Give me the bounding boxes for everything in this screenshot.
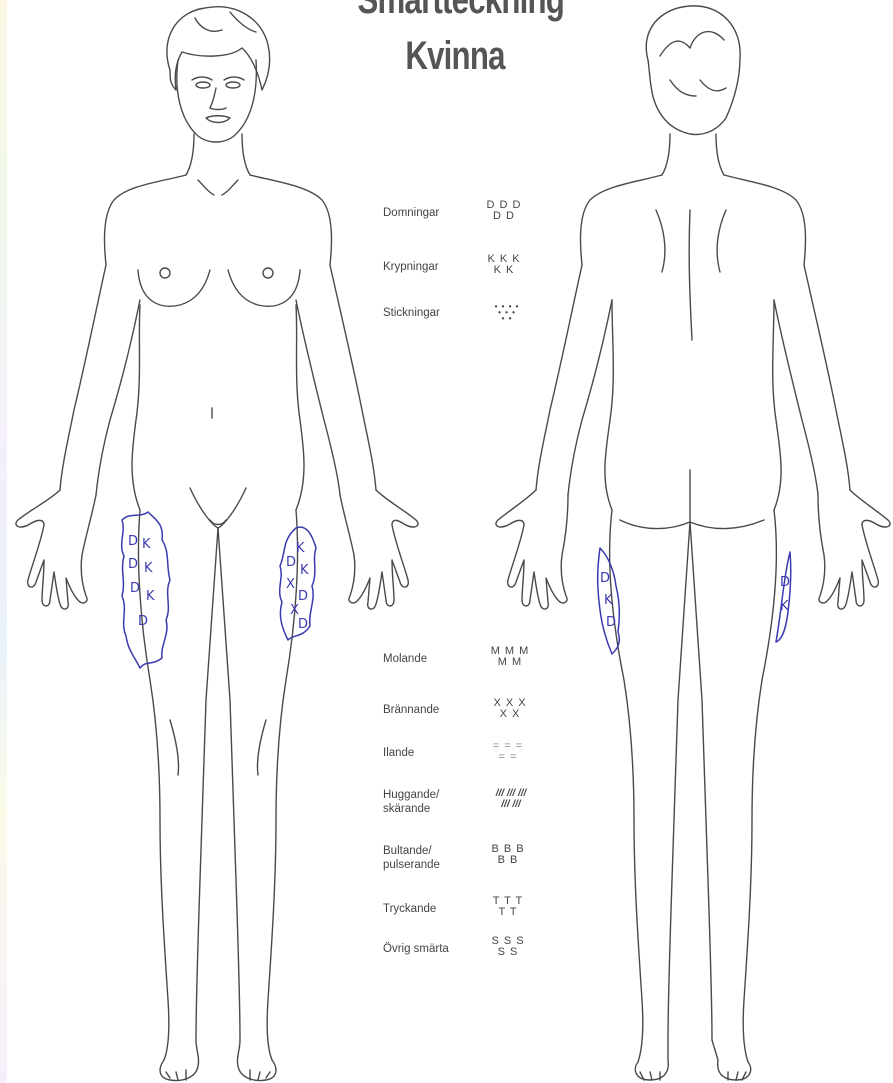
marking-front-right-1: D — [128, 534, 138, 549]
legend-item-bultande: Bultande/ pulserande — [383, 844, 440, 872]
marking-front-left-6: X — [290, 603, 299, 618]
marking-front-right-3: D — [128, 557, 138, 572]
legend-symbol: K K K K K — [478, 254, 530, 276]
legend-symbol: • • • • • • • • • — [484, 304, 530, 322]
legend-label: Domningar — [383, 206, 439, 220]
marking-front-left-3: K — [300, 563, 309, 578]
marking-front-left-5: D — [298, 589, 308, 604]
marking-back-left-3: D — [606, 615, 616, 630]
legend-label: Brännande — [383, 703, 439, 717]
legend-item-molande: Molande — [383, 652, 427, 666]
marking-back-right-1: D — [780, 575, 790, 590]
legend-label: Bultande/ pulserande — [383, 844, 440, 872]
marking-front-left-1: K — [296, 541, 305, 556]
legend-label: Tryckande — [383, 902, 436, 916]
legend-symbol: D D D D D — [478, 200, 530, 222]
marking-back-left-2: K — [604, 593, 613, 608]
marking-front-right-7: D — [138, 614, 148, 629]
marking-back-left-1: D — [600, 571, 610, 586]
legend-symbol: /// /// /// /// /// — [482, 788, 540, 810]
legend-label: Krypningar — [383, 260, 439, 274]
legend-item-domningar: Domningar — [383, 206, 439, 220]
legend-item-huggande: Huggande/ skärande — [383, 788, 439, 816]
legend-symbol: = = = = = — [484, 741, 532, 763]
marking-front-right-6: K — [146, 589, 155, 604]
legend-item-krypningar: Krypningar — [383, 260, 439, 274]
marking-back-right-2: K — [780, 599, 789, 614]
legend-label: Molande — [383, 652, 427, 666]
legend-item-ovrig-smarta: Övrig smärta — [383, 942, 449, 956]
legend-item-tryckande: Tryckande — [383, 902, 436, 916]
marking-front-left-2: D — [286, 555, 296, 570]
marking-front-right-2: K — [142, 537, 151, 552]
marking-front-left-7: D — [298, 617, 308, 632]
legend-symbol: M M M M M — [484, 646, 536, 668]
legend-symbol: X X X X X — [484, 698, 536, 720]
marking-front-left-4: X — [286, 577, 295, 592]
legend-symbol: T T T T T — [484, 896, 532, 918]
legend-symbol: B B B B B — [484, 844, 532, 866]
front-body-figure[interactable]: D K D K D K D K D K X D X D — [16, 7, 418, 1081]
legend-label: Huggande/ skärande — [383, 788, 439, 816]
legend-label: Ilande — [383, 746, 414, 760]
legend-item-brannande: Brännande — [383, 703, 439, 717]
legend-symbol: S S S S S — [484, 936, 532, 958]
marking-front-right-5: D — [130, 581, 140, 596]
legend-item-ilande: Ilande — [383, 746, 414, 760]
legend-label: Stickningar — [383, 306, 440, 320]
legend-item-stickningar: Stickningar — [383, 306, 440, 320]
back-body-figure[interactable]: D K D D K — [496, 6, 890, 1080]
marking-front-right-4: K — [144, 561, 153, 576]
legend-label: Övrig smärta — [383, 942, 449, 956]
